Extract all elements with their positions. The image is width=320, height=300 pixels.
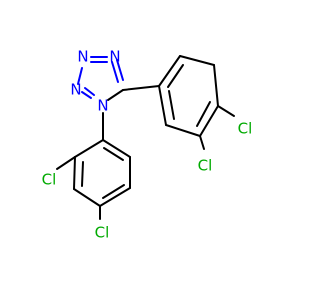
bond-n-n-lower-double <box>84 87 95 96</box>
bond-rr-d2 <box>196 101 211 127</box>
bond-lr-d3 <box>103 147 124 161</box>
atom-cl-left-top: Cl <box>42 171 57 189</box>
bond-n-n-lower <box>81 91 92 99</box>
atom-n-top-left: N <box>77 48 88 66</box>
bond-rr-cl-top <box>217 105 235 117</box>
atom-cl-left-bottom: Cl <box>95 224 110 242</box>
atom-n-left: N <box>70 81 81 99</box>
bond-layer <box>56 55 235 220</box>
bond-rr-5 <box>165 124 201 137</box>
bond-rr-4 <box>199 105 219 137</box>
bond-lr-6 <box>102 139 131 158</box>
atom-cl-right-top: Cl <box>238 120 253 138</box>
bond-lr-cl-top <box>56 156 76 170</box>
bond-lr-d2 <box>102 184 125 199</box>
molecule-structure: N N N N Cl Cl Cl Cl <box>42 48 253 242</box>
bond-rr-3 <box>213 64 219 107</box>
bond-n-c5 <box>111 61 119 83</box>
bond-lr-2 <box>73 156 76 190</box>
bond-n-c5-double <box>116 59 124 81</box>
bond-c5-n1 <box>107 89 124 101</box>
bond-rr-d3 <box>168 90 175 120</box>
bond-rr-d1 <box>167 64 184 88</box>
bond-lr-3 <box>73 188 101 207</box>
bond-rr-1 <box>158 55 181 87</box>
bond-rr-2 <box>179 55 215 66</box>
bond-c5-aryl <box>122 85 160 91</box>
bond-rr-cl-bottom <box>199 135 205 150</box>
bond-rr-6 <box>158 85 167 126</box>
bond-lr-1 <box>74 139 104 158</box>
atom-cl-right-bottom: Cl <box>198 157 213 175</box>
atom-label-layer: N N N N Cl Cl Cl Cl <box>42 48 253 242</box>
bond-n-n-left <box>77 67 83 85</box>
atom-n-bottom: N <box>97 97 108 115</box>
bond-lr-4 <box>99 187 131 207</box>
bond-lr-d1 <box>81 161 84 187</box>
atom-n-top-right: N <box>109 48 120 66</box>
